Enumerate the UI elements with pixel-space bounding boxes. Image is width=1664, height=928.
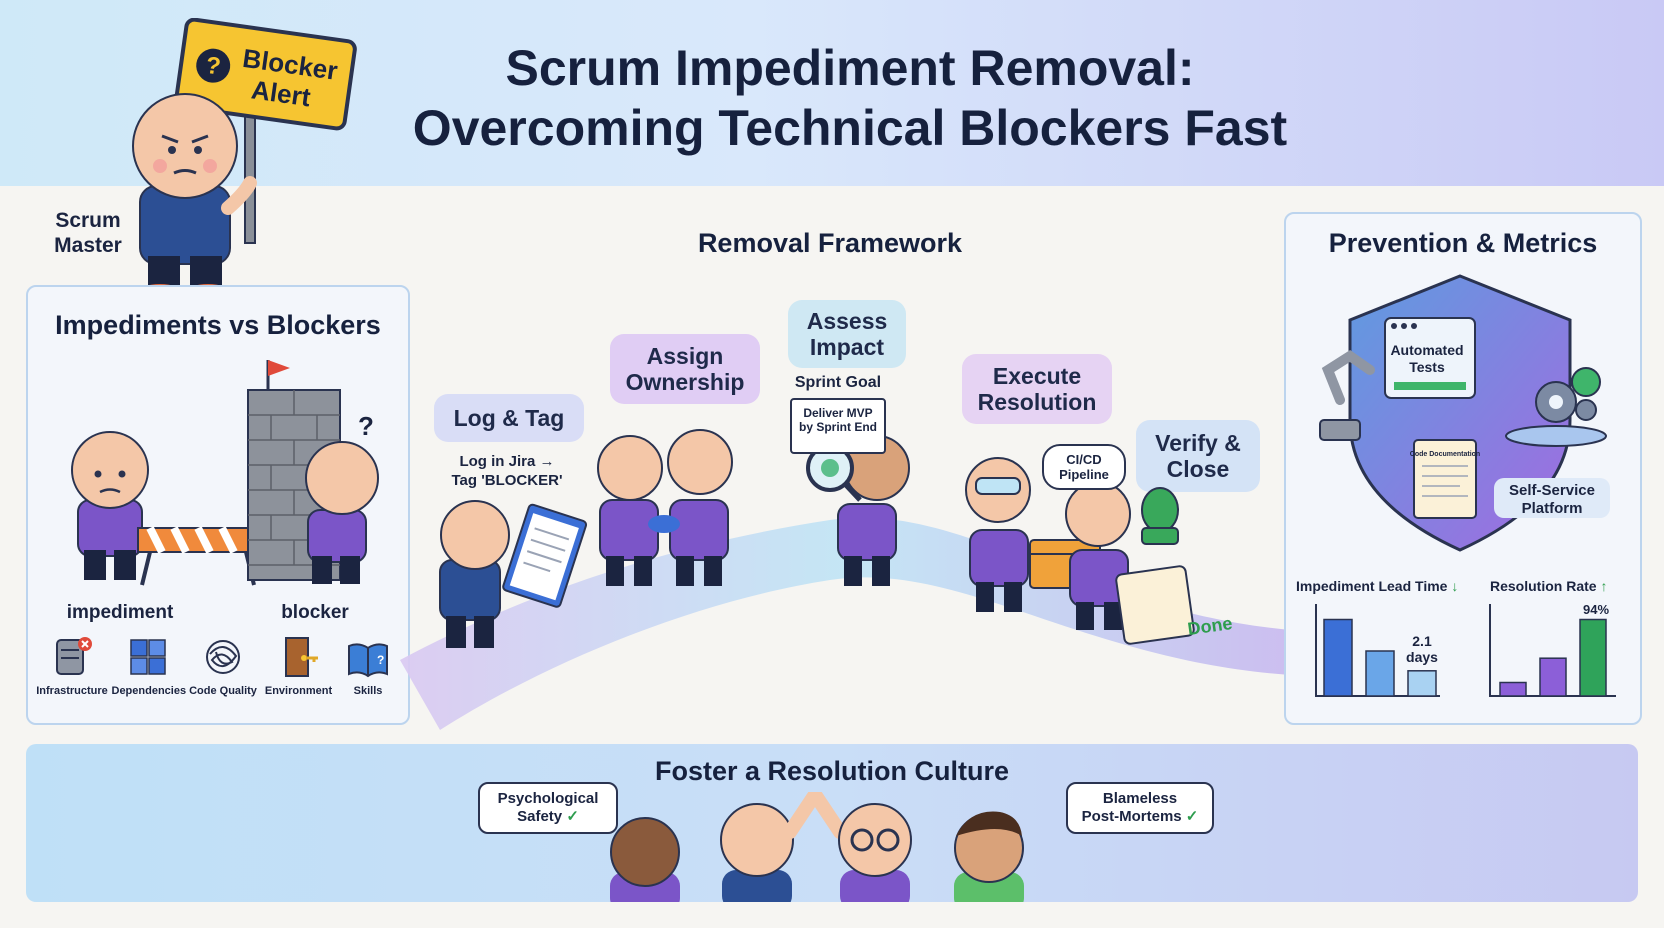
scrum-master-label-1: Scrum [55, 209, 121, 232]
log-tag-person [439, 500, 588, 648]
door-key-icon [284, 637, 318, 677]
impediment-categories: Infrastructure Dependencies Code Quality… [36, 634, 398, 712]
impediments-title: Impediments vs Blockers [55, 310, 381, 340]
resolution-rate-bar [1579, 618, 1607, 697]
step-assign-ownership: Assign Ownership [610, 334, 760, 404]
server-icon [56, 637, 92, 675]
cicd-line-2: Pipeline [1059, 467, 1109, 482]
category-label: Environment [264, 685, 333, 697]
step-label: Verify & [1155, 430, 1241, 456]
step-label: Assess [806, 308, 888, 334]
title-line-2: Overcoming Technical Blockers Fast [412, 100, 1288, 156]
lead-time-bar [1323, 618, 1353, 697]
lead-time-value-2: days [1406, 649, 1438, 665]
prevention-illustration: Code Documentation [1319, 274, 1607, 552]
prevention-title: Prevention & Metrics [1328, 228, 1598, 258]
log-note: Log in Jira → Tag 'BLOCKER' [432, 452, 582, 490]
automated-tests-line-1: Automated [1390, 342, 1464, 358]
step-log-tag: Log & Tag [434, 394, 584, 442]
category-label: Dependencies [111, 685, 187, 697]
category-dependencies: Dependencies [111, 634, 187, 712]
scrum-master-label: Scrum Master [40, 208, 136, 258]
log-note-line-2: Tag 'BLOCKER' [451, 472, 563, 489]
culture-title: Foster a Resolution Culture [654, 756, 1010, 786]
up-arrow-icon: ↑ [1600, 578, 1608, 594]
framework-characters [439, 429, 1195, 648]
title-line-1: Scrum Impediment Removal: [505, 40, 1195, 96]
step-execute-resolution: Execute Resolution [962, 354, 1112, 424]
lead-time-bar [1407, 670, 1437, 697]
resolution-rate-bar [1499, 681, 1527, 697]
scrum-master-label-2: Master [54, 234, 122, 257]
step-label: Assign [646, 343, 724, 369]
category-label: Code Quality [189, 685, 257, 697]
step-label: Impact [809, 334, 885, 360]
book-icon: ? [348, 643, 388, 678]
step-label: Log & Tag [453, 405, 565, 431]
resolution-rate-bars [1499, 618, 1607, 697]
sprint-goal-card-line-2: by Sprint End [799, 420, 877, 434]
category-label: Infrastructure [36, 685, 108, 697]
sprint-goal-label: Sprint Goal [794, 374, 882, 391]
bubble-right-line-1: Blameless [1102, 790, 1178, 807]
code-doc-label: Code Documentation [1410, 451, 1480, 458]
step-label: Close [1166, 456, 1230, 482]
puzzle-icon [129, 639, 166, 675]
step-label: Execute [992, 363, 1082, 389]
lead-time-label-text: Impediment Lead Time [1296, 578, 1448, 594]
resolution-rate-value: 94% [1583, 602, 1609, 617]
svg-text:?: ? [377, 653, 384, 667]
scrum-master-illustration: ? Blocker Alert [132, 18, 357, 300]
bubble-left-line-2: Safety [517, 808, 563, 825]
tangle-icon [206, 640, 240, 674]
resolution-rate-bar [1539, 657, 1567, 697]
self-service-line-2: Platform [1521, 500, 1583, 517]
metrics-charts: 2.1 days 94% [1315, 602, 1616, 697]
sprint-goal-card: Deliver MVP by Sprint End [790, 398, 886, 454]
cicd-line-1: CI/CD [1066, 452, 1102, 467]
self-service-label: Self-Service Platform [1494, 478, 1610, 518]
sprint-goal-card-line-1: Deliver MVP [803, 406, 873, 420]
svg-text:?: ? [204, 52, 222, 81]
verify-person [1065, 481, 1195, 645]
check-icon: ✓ [566, 808, 579, 825]
category-code-quality: Code Quality [187, 634, 259, 712]
impediment-label: impediment [66, 602, 174, 623]
framework-title: Removal Framework [697, 228, 963, 258]
lead-time-bar [1365, 650, 1395, 697]
resolution-rate-label-text: Resolution Rate [1490, 578, 1597, 594]
down-arrow-icon: ↓ [1451, 578, 1459, 594]
cicd-bubble: CI/CD Pipeline [1042, 444, 1126, 490]
step-label: Ownership [625, 369, 745, 395]
lead-time-value-1: 2.1 [1412, 633, 1432, 649]
automated-tests-line-2: Tests [1409, 359, 1445, 375]
bubble-psychological-safety: Psychological Safety ✓ [478, 782, 618, 834]
log-note-line-1: Log in Jira → [459, 453, 555, 470]
bubble-blameless-postmortems: Blameless Post-Mortems ✓ [1066, 782, 1214, 834]
blocker-question-mark: ? [358, 411, 374, 441]
check-icon: ✓ [1185, 808, 1199, 825]
step-label: Resolution [977, 389, 1097, 415]
blocker-label: blocker [281, 602, 349, 623]
lead-time-label: Impediment Lead Time ↓ [1296, 578, 1466, 594]
bubble-right-line-2: Post-Mortems [1081, 808, 1182, 825]
assess-person [806, 435, 910, 586]
page-title: Scrum Impediment Removal: Overcoming Tec… [350, 38, 1350, 158]
bubble-left-line-1: Psychological [497, 790, 599, 807]
lead-time-bars [1323, 618, 1437, 697]
category-infrastructure: Infrastructure [36, 634, 108, 712]
resolution-rate-label: Resolution Rate ↑ [1490, 578, 1620, 594]
automated-tests-label: Automated Tests [1386, 342, 1468, 376]
step-assess-impact: Assess Impact [788, 300, 906, 368]
category-environment: Environment [263, 634, 335, 712]
handshake-persons [597, 429, 733, 586]
impediment-blocker-illustration: ? [71, 360, 379, 586]
team-high-five-illustration [610, 792, 1024, 902]
category-skills: ? Skills [338, 634, 398, 712]
category-label: Skills [353, 685, 383, 697]
self-service-line-1: Self-Service [1509, 482, 1595, 499]
step-verify-close: Verify & Close [1136, 420, 1260, 492]
